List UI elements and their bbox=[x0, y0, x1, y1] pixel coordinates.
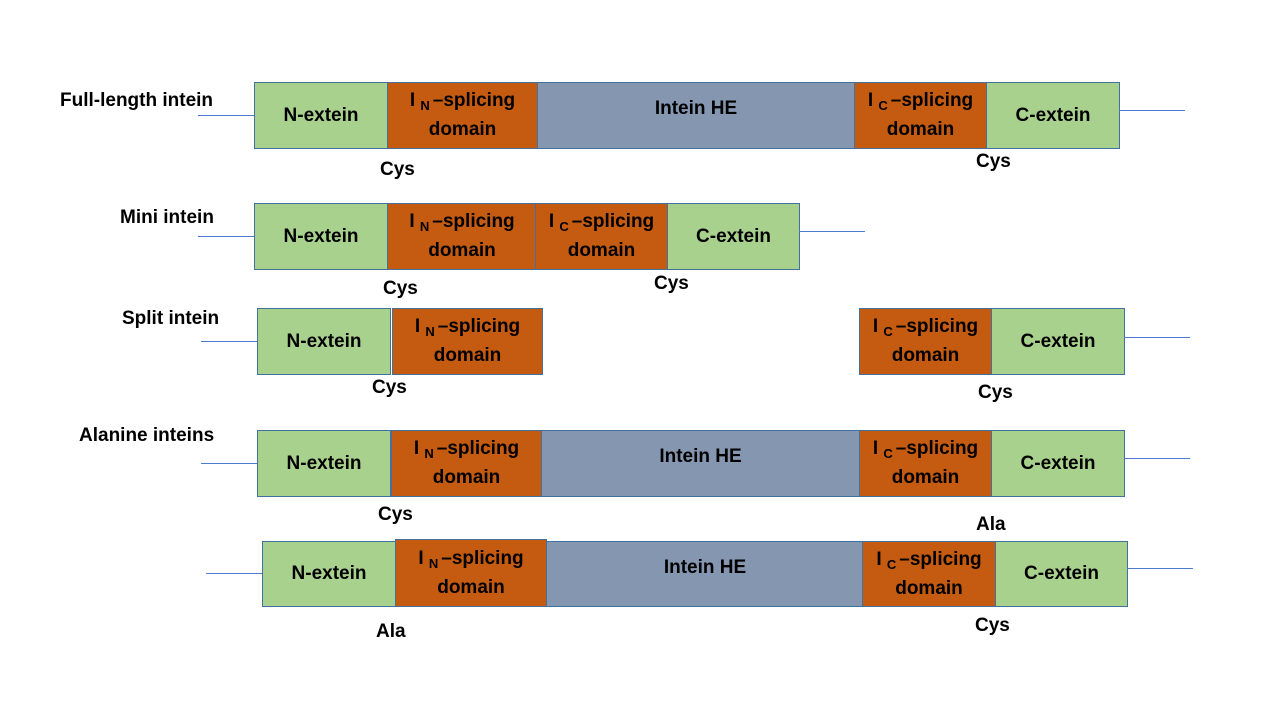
c-extein-block: C-extein bbox=[986, 82, 1120, 149]
n-extein-label: N-extein bbox=[283, 225, 359, 247]
ic-splicing-domain-block: I C–splicing domain bbox=[854, 82, 987, 149]
intein-he-block: Intein HE bbox=[546, 541, 864, 607]
c-extein-label: C-extein bbox=[1020, 452, 1096, 474]
row-label-mini: Mini intein bbox=[120, 207, 214, 228]
row-label-split: Split intein bbox=[122, 308, 220, 329]
residue-c-label: Ala bbox=[976, 514, 1006, 535]
ic-splicing-domain-block: I C–splicing domain bbox=[535, 203, 668, 270]
in-splicing-domain-text: I N–splicing domain bbox=[414, 316, 521, 366]
in-splicing-domain-block: I N–splicing domain bbox=[392, 308, 543, 375]
in-splicing-domain-text: I N–splicing domain bbox=[409, 211, 515, 261]
left-strand-line bbox=[201, 463, 258, 464]
row-label-full-length: Full-length intein bbox=[60, 90, 214, 111]
ic-splicing-domain-text: I C–splicing domain bbox=[876, 548, 982, 599]
residue-n-label: Cys bbox=[380, 159, 415, 180]
right-strand-line bbox=[1119, 110, 1185, 111]
in-splicing-domain-text: I N–splicing domain bbox=[418, 547, 524, 598]
n-extein-block: N-extein bbox=[262, 541, 396, 607]
ic-splicing-domain-text: I C–splicing domain bbox=[548, 211, 655, 261]
ic-splicing-domain-block: I C–splicing domain bbox=[859, 430, 992, 497]
right-strand-line bbox=[1127, 568, 1193, 569]
residue-c-label: Cys bbox=[975, 615, 1010, 636]
ic-splicing-domain-text: I C–splicing domain bbox=[872, 438, 979, 488]
residue-c-label: Cys bbox=[978, 382, 1013, 403]
left-strand-line bbox=[201, 341, 258, 342]
n-extein-block: N-extein bbox=[254, 203, 388, 270]
c-extein-label: C-extein bbox=[696, 225, 771, 247]
n-extein-label: N-extein bbox=[286, 330, 362, 352]
right-strand-line bbox=[1124, 458, 1190, 459]
right-strand-line bbox=[1124, 337, 1190, 338]
in-splicing-domain-text: I N–splicing domain bbox=[409, 90, 516, 140]
n-extein-label: N-extein bbox=[286, 452, 362, 474]
residue-c-label: Cys bbox=[654, 273, 689, 294]
n-extein-block: N-extein bbox=[257, 308, 391, 375]
intein-he-label: Intein HE bbox=[659, 446, 742, 467]
n-extein-block: N-extein bbox=[257, 430, 391, 497]
in-splicing-domain-block: I N–splicing domain bbox=[395, 539, 547, 607]
ic-splicing-domain-text: I C–splicing domain bbox=[872, 316, 979, 366]
left-strand-line bbox=[198, 115, 255, 116]
ic-splicing-domain-text: I C–splicing domain bbox=[867, 90, 974, 140]
residue-n-label: Cys bbox=[378, 504, 413, 525]
intein-he-label: Intein HE bbox=[663, 557, 747, 578]
ic-splicing-domain-block: I C–splicing domain bbox=[859, 308, 992, 375]
intein-he-block: Intein HE bbox=[537, 82, 855, 149]
ic-splicing-domain-block: I C–splicing domain bbox=[862, 541, 996, 607]
residue-n-label: Ala bbox=[376, 621, 406, 642]
c-extein-label: C-extein bbox=[1020, 330, 1096, 352]
c-extein-block: C-extein bbox=[991, 430, 1125, 497]
residue-n-label: Cys bbox=[372, 377, 407, 398]
residue-n-label: Cys bbox=[383, 278, 418, 299]
n-extein-block: N-extein bbox=[254, 82, 388, 149]
in-splicing-domain-text: I N–splicing domain bbox=[413, 438, 520, 488]
c-extein-block: C-extein bbox=[995, 541, 1128, 607]
intein-he-label: Intein HE bbox=[654, 98, 738, 119]
n-extein-label: N-extein bbox=[291, 563, 367, 584]
c-extein-block: C-extein bbox=[991, 308, 1125, 375]
row-label-alanine: Alanine inteins bbox=[79, 425, 215, 446]
c-extein-label: C-extein bbox=[1015, 104, 1091, 126]
intein-he-block: Intein HE bbox=[541, 430, 860, 497]
in-splicing-domain-block: I N–splicing domain bbox=[391, 430, 542, 497]
n-extein-label: N-extein bbox=[283, 104, 359, 126]
left-strand-line bbox=[206, 573, 263, 574]
residue-c-label: Cys bbox=[976, 151, 1011, 172]
right-strand-line bbox=[799, 231, 865, 232]
c-extein-block: C-extein bbox=[667, 203, 800, 270]
in-splicing-domain-block: I N–splicing domain bbox=[387, 82, 538, 149]
left-strand-line bbox=[198, 236, 255, 237]
in-splicing-domain-block: I N–splicing domain bbox=[387, 203, 537, 270]
c-extein-label: C-extein bbox=[1024, 563, 1099, 584]
